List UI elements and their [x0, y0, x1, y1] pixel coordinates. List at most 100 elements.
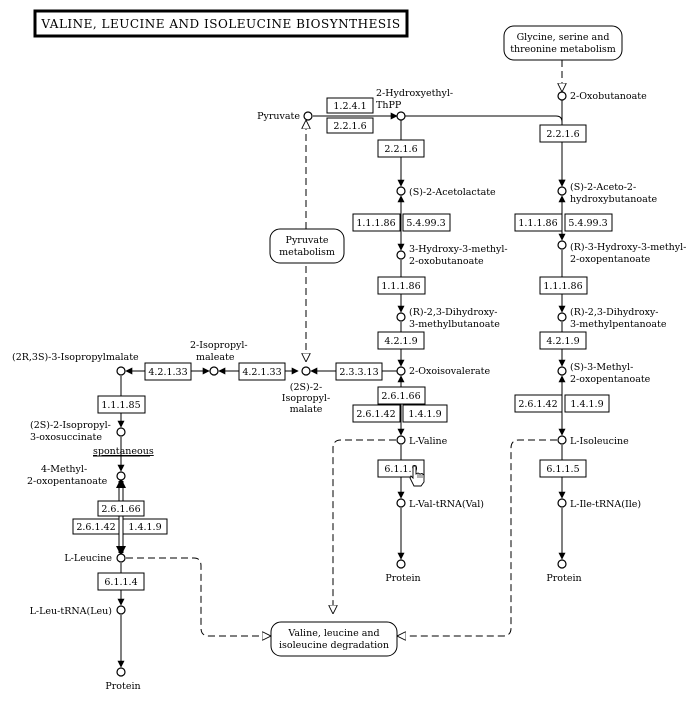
compound-hydroxyethyl-thpp-node[interactable]: [396, 111, 406, 121]
edge-valine-degradation: [333, 439, 396, 613]
label-isopropylmalate-2s-2: Isopropyl-: [282, 393, 330, 404]
enzyme-1-4-1-9-c[interactable]: 1.4.1.9: [122, 518, 168, 535]
compound-acetohydroxybutanoate-node[interactable]: [557, 186, 567, 196]
label-ile-trna: L-Ile-tRNA(Ile): [570, 499, 641, 510]
map-valine-leucine-isoleucine-degradation[interactable]: Valine, leucine and isoleucine degradati…: [270, 621, 398, 657]
compound-hmop-node[interactable]: [557, 240, 567, 250]
enzyme-1-1-1-85[interactable]: 1.1.1.85: [97, 395, 146, 414]
enzyme-2-6-1-6[interactable]: 2.6.1.66: [97, 500, 145, 517]
enzyme-6-1-1-9[interactable]: 6.1.1.9: [377, 459, 425, 478]
compound-protein-leu-node[interactable]: [116, 667, 126, 677]
page-title: VALINE, LEUCINE AND ISOLEUCINE BIOSYNTHE…: [40, 17, 400, 31]
svg-text:2.3.3.13: 2.3.3.13: [339, 367, 378, 378]
compound-l-valine-node[interactable]: [396, 435, 406, 445]
enzyme-2-3-3-13[interactable]: 2.3.3.13: [335, 362, 383, 381]
svg-text:6.1.1.9: 6.1.1.9: [384, 464, 417, 475]
svg-text:1.4.1.9: 1.4.1.9: [570, 399, 603, 410]
compound-protein-ile-node[interactable]: [557, 559, 567, 569]
svg-text:2.2.1.6: 2.2.1.6: [384, 144, 417, 155]
svg-text:isoleucine degradation: isoleucine degradation: [279, 640, 389, 651]
label-spontaneous: spontaneous: [93, 446, 154, 457]
svg-text:4.2.1.33: 4.2.1.33: [148, 367, 187, 378]
compound-methyloxopentanoate-node[interactable]: [557, 366, 567, 376]
enzyme-2-2-1-6-b[interactable]: 2.2.1.6: [377, 139, 425, 158]
edge-leucine-degradation: [126, 557, 270, 636]
compound-oxoisovalerate-node[interactable]: [396, 366, 406, 376]
label-oxoisovalerate: 2-Oxoisovalerate: [409, 366, 490, 377]
svg-text:1.2.4.1: 1.2.4.1: [333, 101, 366, 112]
svg-text:threonine metabolism: threonine metabolism: [510, 44, 616, 55]
enzyme-2-6-1-66[interactable]: 2.6.1.66: [377, 386, 426, 405]
enzyme-1-1-1-86-b[interactable]: 1.1.1.86: [377, 276, 426, 295]
label-l-valine: L-Valine: [409, 436, 448, 447]
compound-ile-trna-node[interactable]: [557, 498, 567, 508]
enzyme-2-6-1-42-b[interactable]: 2.6.1.42: [514, 394, 563, 413]
label-aceto-hydroxybutanoate-1: (S)-2-Aceto-2-: [570, 182, 636, 193]
enzyme-1-1-1-86-c[interactable]: 1.1.1.86: [514, 213, 563, 232]
compound-isopropylmalate-2r3s-node[interactable]: [116, 366, 126, 376]
compound-oxobutanoate-node[interactable]: [557, 91, 567, 101]
compound-dhmb-node[interactable]: [396, 312, 406, 322]
enzyme-4-2-1-9-a[interactable]: 4.2.1.9: [377, 331, 425, 350]
svg-text:2.2.1.6: 2.2.1.6: [546, 129, 579, 140]
label-hmop-2: 2-oxopentanoate: [570, 254, 651, 265]
label-hydroxyethyl-thpp-2: ThPP: [376, 100, 402, 111]
compound-leu-trna-node[interactable]: [116, 605, 126, 615]
compound-dhmp-node[interactable]: [557, 312, 567, 322]
svg-text:4.2.1.33: 4.2.1.33: [242, 367, 281, 378]
compound-l-isoleucine-node[interactable]: [557, 435, 567, 445]
compound-pyruvate-node[interactable]: [303, 111, 313, 121]
compound-val-trna-node[interactable]: [396, 498, 406, 508]
enzyme-1-4-1-9-b[interactable]: 1.4.1.9: [564, 394, 610, 413]
enzyme-2-6-1-42-c[interactable]: 2.6.1.42: [72, 518, 120, 535]
svg-text:Pyruvate: Pyruvate: [286, 235, 329, 246]
hand-cursor-icon: [409, 465, 425, 487]
enzyme-1-1-1-86-d[interactable]: 1.1.1.86: [539, 276, 588, 295]
label-isopropylmalate-2s-1: (2S)-2-: [290, 382, 322, 393]
enzyme-5-4-99-3-a[interactable]: 5.4.99.3: [402, 213, 451, 232]
label-aceto-hydroxybutanoate-2: hydroxybutanoate: [570, 194, 658, 205]
enzyme-4-2-1-33-a[interactable]: 4.2.1.33: [238, 362, 286, 381]
label-hmob-1: 3-Hydroxy-3-methyl-: [409, 244, 508, 255]
label-hmop-1: (R)-3-Hydroxy-3-methyl-: [570, 242, 686, 253]
enzyme-4-2-1-33-b[interactable]: 4.2.1.33: [144, 362, 192, 381]
compound-methyl-oxopentanoate-4-node[interactable]: [116, 471, 126, 481]
svg-text:1.1.1.86: 1.1.1.86: [381, 281, 420, 292]
svg-text:4.2.1.9: 4.2.1.9: [546, 336, 579, 347]
enzyme-1-4-1-9-a[interactable]: 1.4.1.9: [402, 404, 448, 423]
enzyme-6-1-1-5[interactable]: 6.1.1.5: [539, 459, 587, 478]
compound-hmob-node[interactable]: [396, 250, 406, 260]
compound-acetolactate-node[interactable]: [396, 186, 406, 196]
enzyme-6-1-1-4[interactable]: 6.1.1.4: [97, 572, 145, 591]
compound-isopropylmalate-2s-node[interactable]: [301, 366, 311, 376]
map-pyruvate-metabolism[interactable]: Pyruvate metabolism: [269, 228, 345, 264]
label-dhmp-1: (R)-2,3-Dihydroxy-: [570, 307, 659, 318]
enzyme-1-2-4-1[interactable]: 1.2.4.1: [326, 97, 374, 114]
svg-text:1.1.1.86: 1.1.1.86: [356, 218, 395, 229]
compound-isopropyl-oxosuccinate-node[interactable]: [116, 427, 126, 437]
svg-text:2.6.1.42: 2.6.1.42: [76, 522, 115, 533]
enzyme-4-2-1-9-b[interactable]: 4.2.1.9: [539, 331, 587, 350]
label-leu-trna: L-Leu-tRNA(Leu): [30, 606, 112, 617]
svg-text:metabolism: metabolism: [279, 247, 335, 258]
compound-l-leucine-node[interactable]: [116, 553, 126, 563]
label-dhmb-1: (R)-2,3-Dihydroxy-: [409, 307, 498, 318]
map-glycine-serine-threonine[interactable]: Glycine, serine and threonine metabolism: [503, 25, 623, 61]
label-hmob-2: 2-oxobutanoate: [409, 256, 484, 267]
svg-text:1.1.1.86: 1.1.1.86: [518, 218, 557, 229]
enzyme-5-4-99-3-b[interactable]: 5.4.99.3: [564, 213, 613, 232]
svg-text:1.1.1.86: 1.1.1.86: [543, 281, 582, 292]
enzyme-2-2-1-6-c[interactable]: 2.2.1.6: [539, 124, 587, 143]
edge-thpp-acetohydroxybutanoate: [405, 115, 566, 187]
label-l-leucine: L-Leucine: [64, 553, 112, 564]
label-methyl-oxopentanoate-s-1: (S)-3-Methyl-: [570, 362, 633, 373]
enzyme-1-1-1-86-a[interactable]: 1.1.1.86: [352, 213, 401, 232]
enzyme-2-6-1-42-a[interactable]: 2.6.1.42: [352, 404, 401, 423]
compound-protein-val-node[interactable]: [396, 559, 406, 569]
label-dhmb-2: 3-methylbutanoate: [409, 319, 500, 330]
compound-isopropylmaleate-node[interactable]: [209, 366, 219, 376]
label-oxobutanoate: 2-Oxobutanoate: [570, 91, 647, 102]
svg-text:2.6.1.42: 2.6.1.42: [518, 399, 557, 410]
enzyme-2-2-1-6-a[interactable]: 2.2.1.6: [326, 117, 374, 134]
